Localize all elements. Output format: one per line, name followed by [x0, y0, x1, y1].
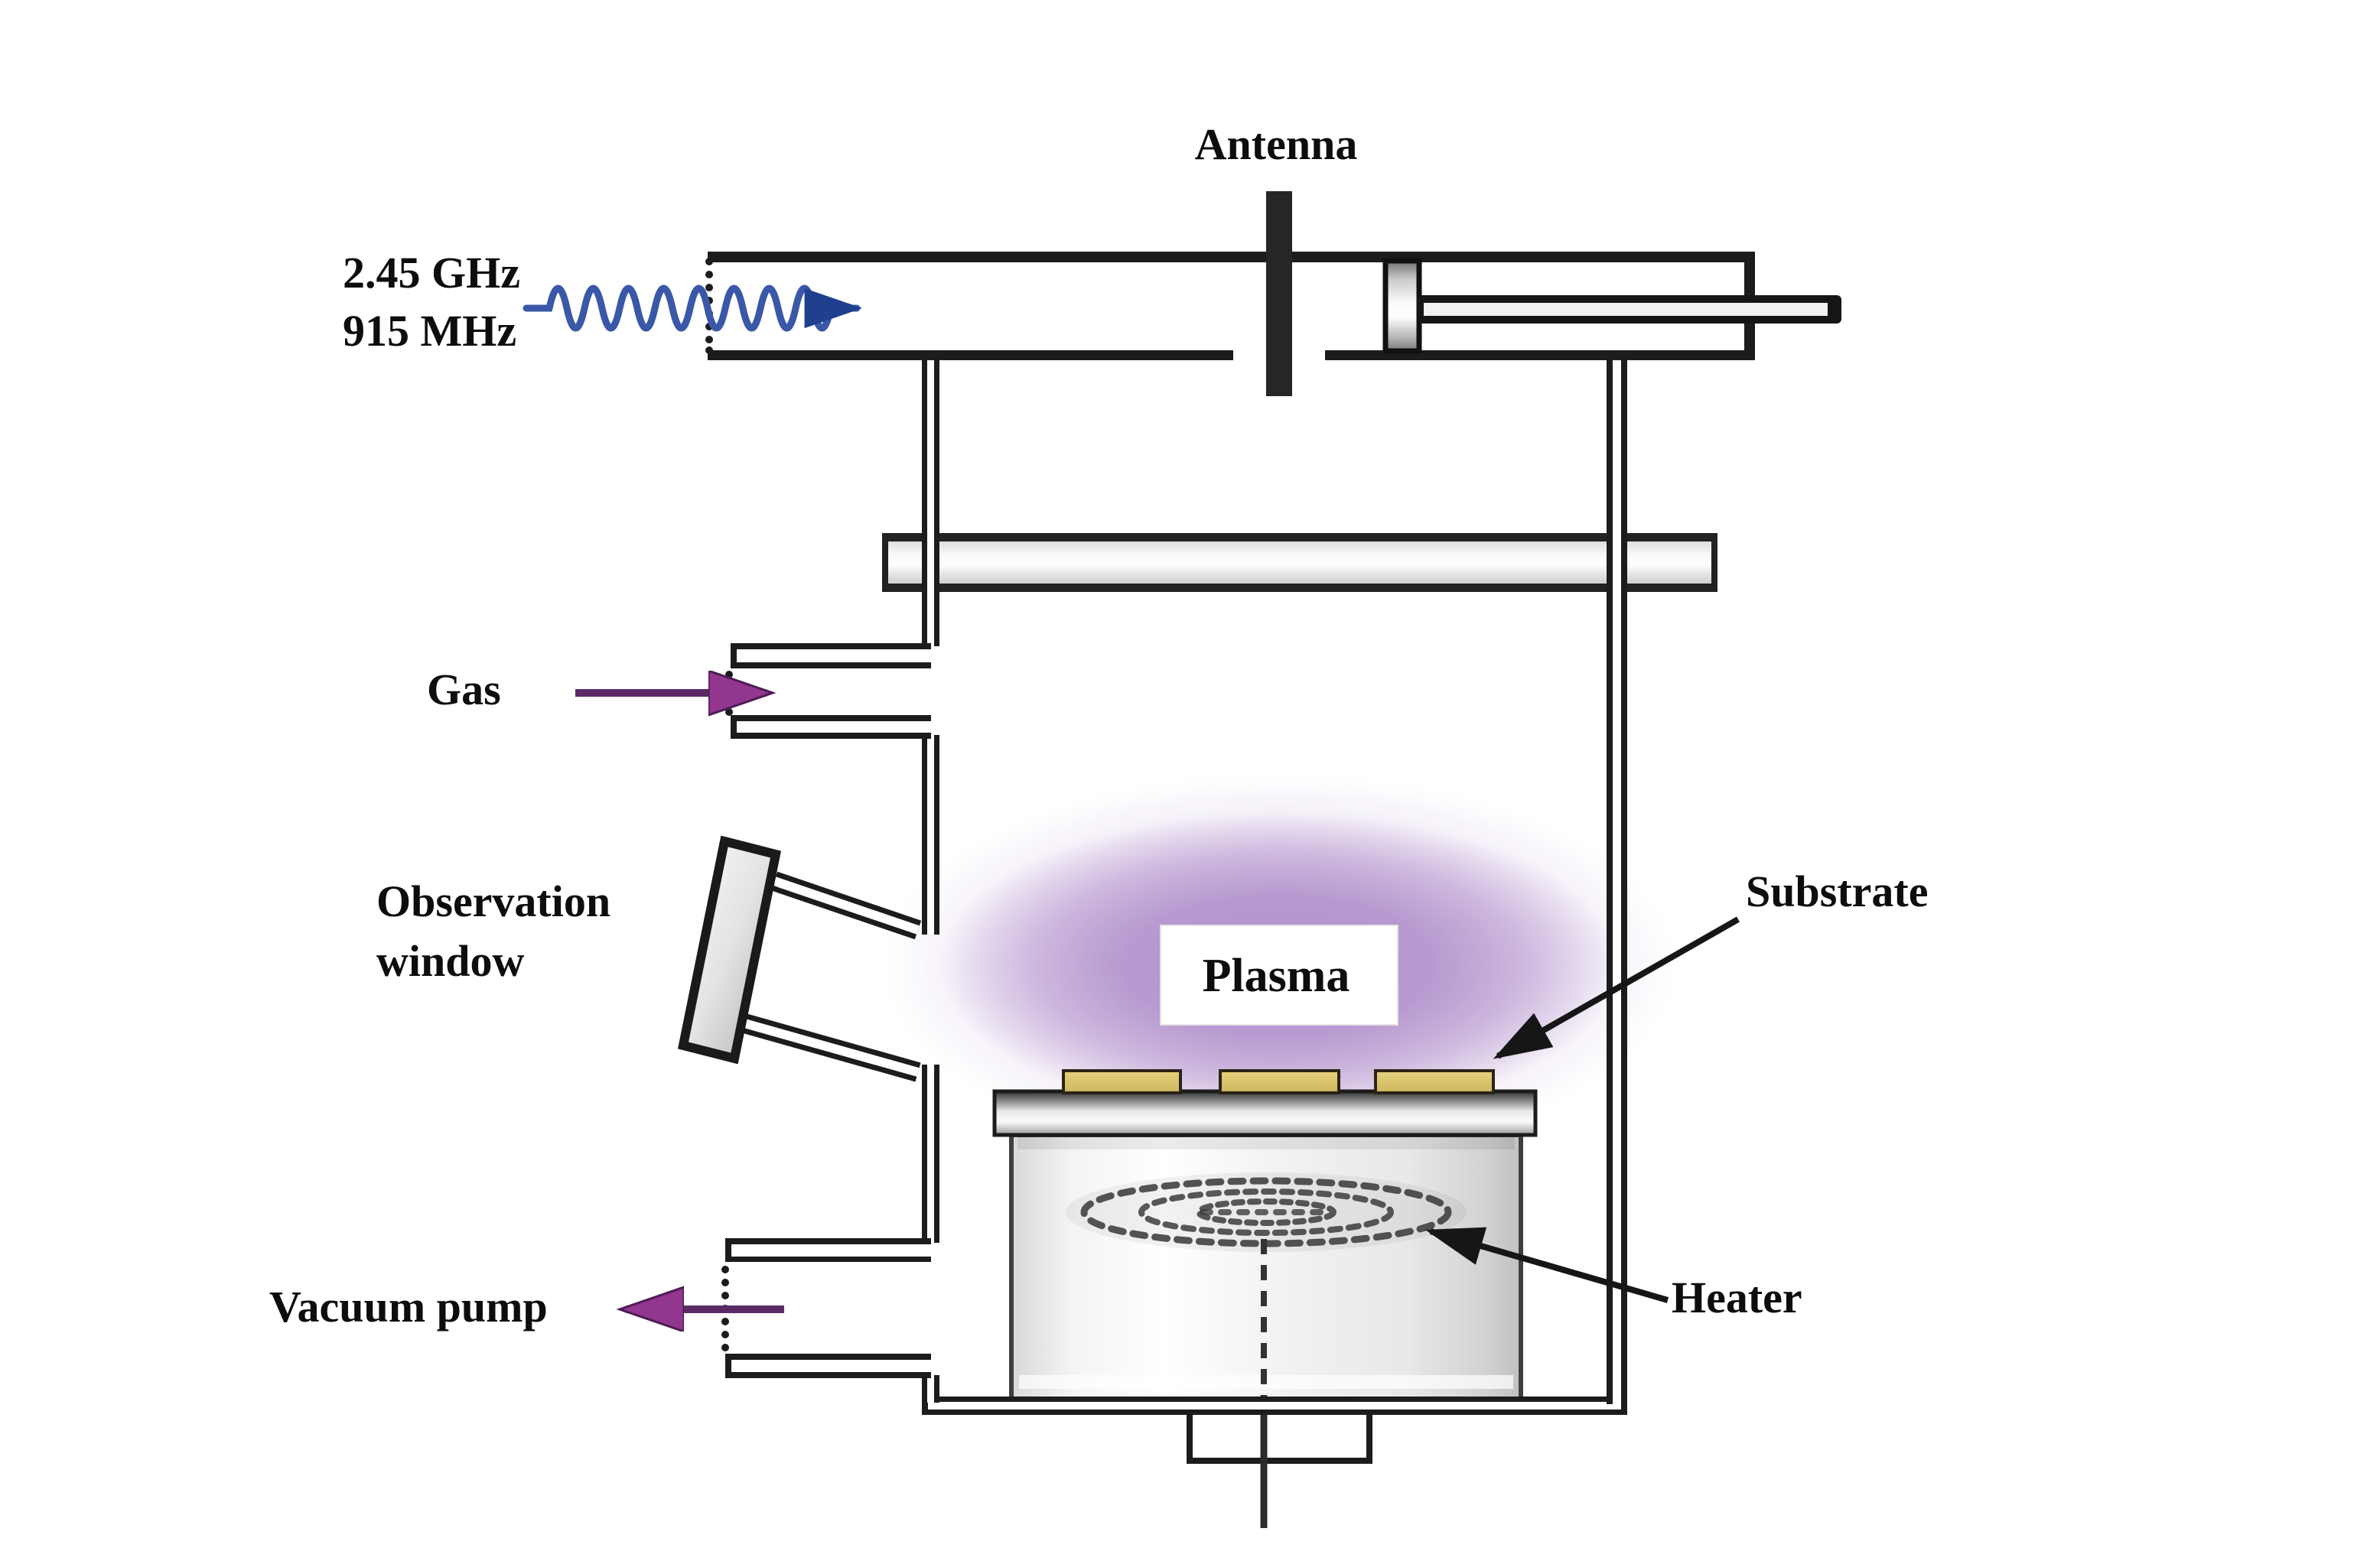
chamber-right-wall: [1607, 355, 1627, 1404]
quartz-window-lid: [882, 533, 1717, 592]
substrate-arrow: [1493, 916, 1740, 1059]
observation-label-line2: window: [376, 936, 525, 986]
substrate-chip-middle: [1219, 1069, 1340, 1094]
frequency-label-line2: 915 MHz: [343, 306, 516, 356]
substrate-label: Substrate: [1746, 867, 1928, 916]
waveguide-top-wall: [708, 252, 1755, 262]
observation-window-glass: [677, 835, 782, 1065]
chamber-floor: [922, 1397, 1627, 1415]
chamber-left-wall: [922, 355, 939, 1403]
substrate-chip-left: [1062, 1069, 1182, 1094]
plasma-label: Plasma: [1203, 950, 1350, 1002]
vacuum-port: [721, 1238, 931, 1378]
waveguide-bottom-wall-right: [1325, 350, 1755, 360]
substrate-holder: [992, 1089, 1538, 1137]
observation-label-line1: Observation: [376, 876, 610, 926]
substrates: [1062, 1069, 1495, 1094]
bottom-flange: [1187, 1415, 1372, 1464]
waveguide-bottom-wall-left: [708, 350, 1233, 360]
vacuum-pump-label: Vacuum pump: [269, 1282, 548, 1332]
plasma-label-box: Plasma: [1160, 925, 1398, 1026]
tuning-rod: [1418, 295, 1841, 324]
antenna-label: Antenna: [1195, 119, 1358, 169]
gas-inlet-port: [725, 643, 931, 739]
observation-port: [677, 835, 922, 1082]
substrate-chip-right: [1374, 1069, 1495, 1094]
frequency-label-line1: 2.45 GHz: [343, 248, 520, 298]
heater-coil: [1066, 1172, 1467, 1252]
microwave-arrow: [523, 285, 863, 332]
gas-label: Gas: [427, 665, 501, 714]
heater-label: Heater: [1672, 1273, 1802, 1322]
antenna-bar: [1266, 191, 1292, 396]
plunger: [1382, 258, 1422, 354]
waveguide: [705, 252, 1755, 360]
waveguide-opening-dots: [705, 258, 713, 354]
heater-arrow: [1425, 1227, 1669, 1303]
